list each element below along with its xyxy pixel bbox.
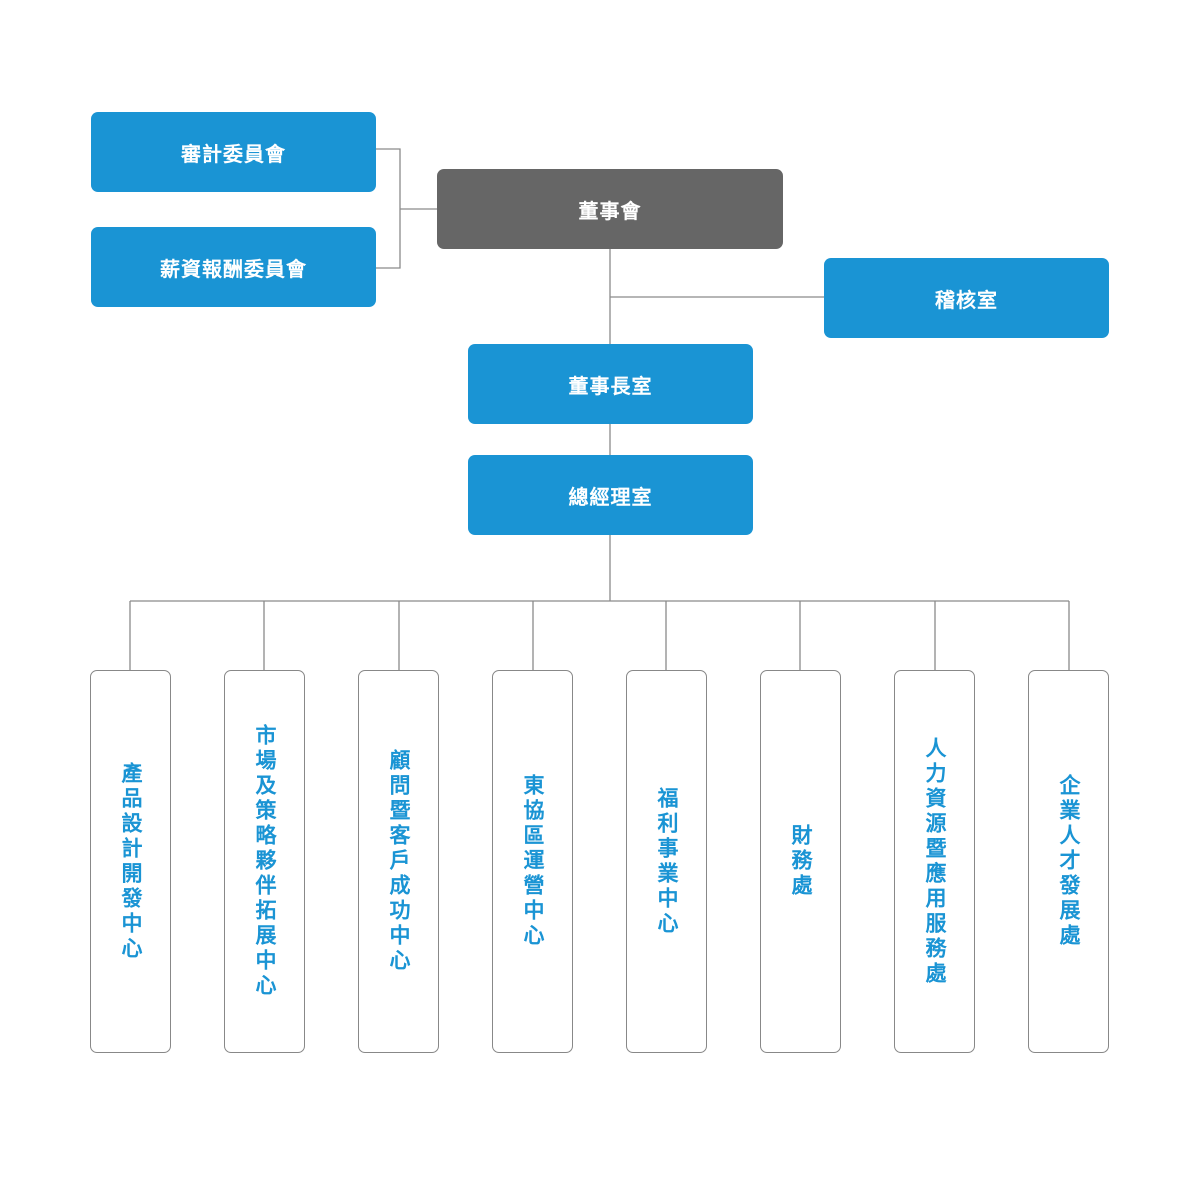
compensation-committee-box: 薪資報酬委員會: [91, 227, 376, 307]
department-box: 產品設計開發中心: [90, 670, 171, 1053]
committee-bracket-line: [376, 148, 401, 269]
department-box: 人力資源暨應用服務處: [894, 670, 975, 1053]
department-label: 產品設計開發中心: [119, 761, 143, 962]
board-of-directors-box: 董事會: [437, 169, 783, 249]
chairman-office-label: 董事長室: [568, 373, 653, 398]
department-box: 市場及策略夥伴拓展中心: [224, 670, 305, 1053]
department-box: 顧問暨客戶成功中心: [358, 670, 439, 1053]
department-box: 財務處: [760, 670, 841, 1053]
board-of-directors-label: 董事會: [578, 198, 642, 223]
chairman-office-box: 董事長室: [468, 344, 753, 424]
department-box: 福利事業中心: [626, 670, 707, 1053]
department-label: 企業人才發展處: [1057, 774, 1081, 949]
department-label: 顧問暨客戶成功中心: [387, 749, 411, 974]
compensation-committee-label: 薪資報酬委員會: [160, 256, 307, 281]
gm-office-box: 總經理室: [468, 455, 753, 535]
department-label: 財務處: [789, 824, 813, 899]
department-label: 人力資源暨應用服務處: [923, 736, 947, 987]
internal-audit-box: 稽核室: [824, 258, 1109, 338]
department-label: 東協區運營中心: [521, 774, 545, 949]
internal-audit-label: 稽核室: [935, 287, 998, 312]
audit-committee-box: 審計委員會: [91, 112, 376, 192]
department-box: 企業人才發展處: [1028, 670, 1109, 1053]
department-box: 東協區運營中心: [492, 670, 573, 1053]
department-label: 市場及策略夥伴拓展中心: [253, 724, 277, 999]
audit-committee-label: 審計委員會: [181, 141, 286, 166]
gm-office-label: 總經理室: [568, 484, 653, 509]
department-label: 福利事業中心: [655, 786, 679, 937]
